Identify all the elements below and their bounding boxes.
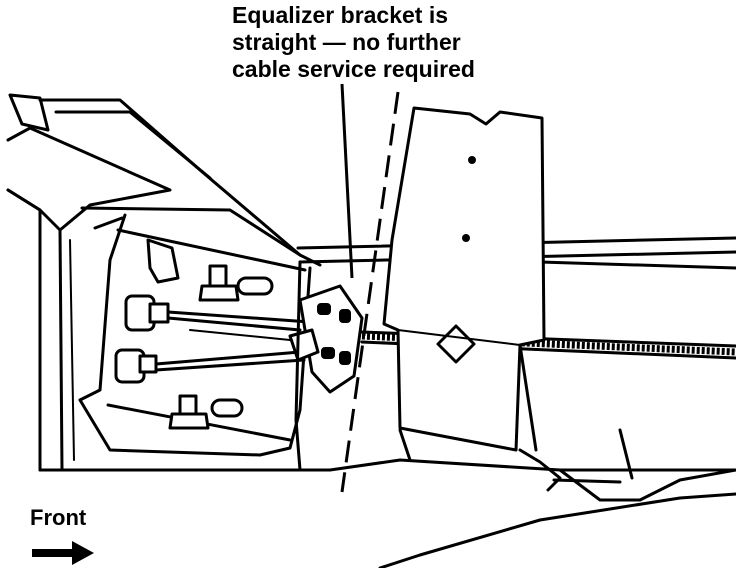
callout-leader-line [340, 83, 354, 279]
body-floor [38, 260, 736, 568]
callout-text: Equalizer bracket is straight — no furth… [232, 2, 552, 83]
cable-conduit-upper [124, 238, 180, 332]
support-bracket [382, 106, 546, 452]
stud-lower [168, 394, 244, 430]
frame-rail [6, 93, 302, 472]
cables [154, 310, 312, 372]
equalizer-bracket [288, 284, 364, 394]
alignment-dashed-line [340, 91, 400, 493]
callout-line-3: cable service required [232, 56, 475, 82]
callout-line-1: Equalizer bracket is [232, 2, 449, 28]
stud-upper [198, 264, 274, 302]
callout-line-2: straight — no further [232, 29, 461, 55]
right-arrow-icon [32, 541, 94, 565]
front-direction-label: Front [30, 505, 87, 530]
cable-conduit-lower [114, 348, 158, 384]
